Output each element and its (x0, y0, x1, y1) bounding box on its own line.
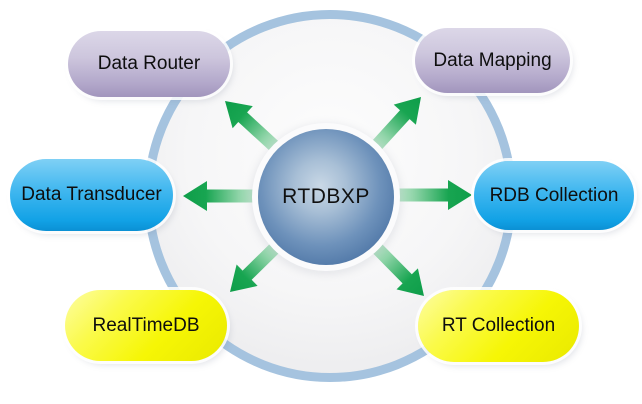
node-rt-collection: RT Collection (418, 290, 579, 362)
node-data-router: Data Router (68, 31, 230, 97)
center-node: RTDBXP (258, 129, 394, 265)
arrow-up-right (362, 97, 421, 161)
node-realtimedb: RealTimeDB (65, 290, 227, 361)
arrow-down-right (362, 233, 424, 296)
center-node-label: RTDBXP (282, 185, 370, 208)
arrow-right (384, 180, 472, 210)
node-label: Data Router (97, 53, 201, 74)
node-label: RealTimeDB (92, 314, 200, 336)
node-label: Data Mapping (433, 49, 552, 71)
arrow-down-left (230, 233, 290, 292)
node-rdb-collection: RDB Collection (474, 161, 634, 230)
node-data-transducer: Data Transducer (10, 159, 173, 231)
node-data-mapping: Data Mapping (415, 28, 570, 93)
arrow-left (183, 181, 268, 211)
node-label: Data Transducer (21, 184, 162, 205)
node-label: RDB Collection (489, 184, 619, 206)
node-label: RT Collection (441, 315, 556, 336)
arrow-up-left (225, 101, 290, 161)
